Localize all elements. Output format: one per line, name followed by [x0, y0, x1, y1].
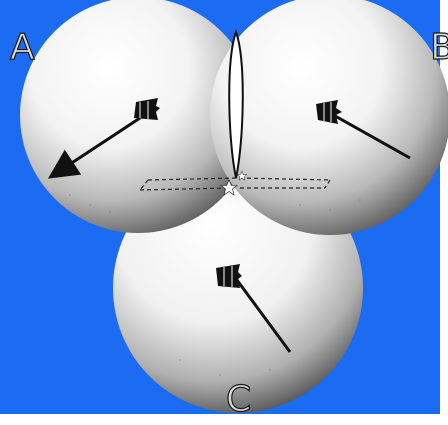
spool-figure-icon	[216, 264, 242, 288]
bottom-edge-strip	[0, 414, 448, 421]
label-b: B	[430, 30, 448, 66]
label-a: A	[10, 30, 35, 66]
label-c: C	[226, 382, 251, 418]
